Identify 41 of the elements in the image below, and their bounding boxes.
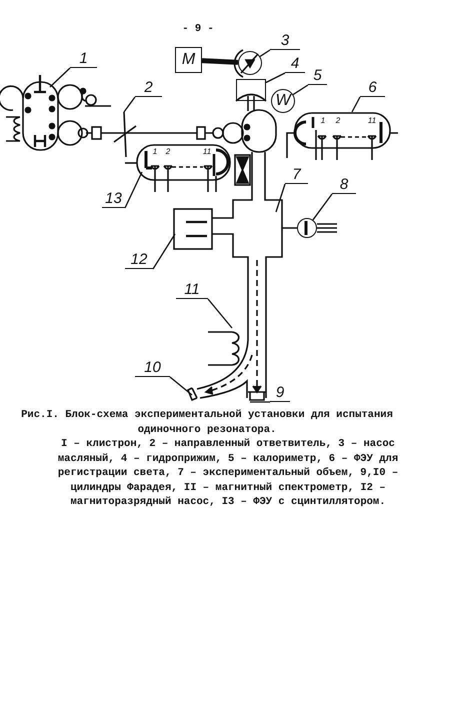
- callout-number: 12: [125, 252, 153, 269]
- dynode-number: 1: [152, 147, 158, 156]
- callout-number: 4: [285, 56, 305, 73]
- leader-line: [250, 401, 270, 403]
- leader-line: [123, 96, 136, 112]
- wattmeter-circle: W: [271, 89, 295, 113]
- legend-text: I – клистрон, 2 – направленный ответвитель, 3 – насос масляный, 4 – гидроприжим, 5 – калориметр, 6 – ФЭУ для регистрации света, 7 – экспериментальный объем, 9,I0 – цилиндры Фарадея, II – магнитный спектрометр, I2 – магниторазрядный насос, I3 – ФЭУ с сцинтиллятором.: [56, 437, 400, 510]
- shaft-line: [202, 58, 238, 65]
- callout-number: 6: [360, 80, 385, 97]
- leader-line: [266, 72, 286, 84]
- dynode-number: 11: [202, 147, 212, 156]
- box-symbol: [236, 79, 266, 101]
- leader-line: [124, 172, 143, 208]
- leader-line: [50, 68, 70, 88]
- callout-number: 10: [135, 360, 170, 377]
- leader-line: [208, 298, 232, 328]
- dynode-number: 2: [334, 116, 342, 125]
- leader-line: [275, 184, 286, 212]
- callout-number: 2: [135, 80, 162, 97]
- callout-number: 9: [270, 385, 290, 402]
- callout-number: 13: [102, 191, 125, 208]
- motor-box: M: [175, 47, 202, 73]
- figure-caption: Рис.I. Блок-схема экспериментальной установки для испытания одиночного резонатора.: [20, 408, 394, 438]
- dynode-number: 2: [164, 147, 172, 156]
- callout-number: 8: [332, 177, 356, 194]
- leader-line: [170, 376, 192, 396]
- callout-number: 5: [308, 68, 327, 85]
- leader-line: [260, 49, 270, 57]
- dynode-number: 1: [320, 116, 326, 125]
- callout-number: 11: [176, 282, 208, 299]
- leader-line: [292, 84, 308, 96]
- callout-number: 7: [285, 167, 308, 184]
- circle-symbol: [238, 51, 262, 75]
- callout-number: 3: [270, 33, 300, 50]
- page-number: - 9 -: [181, 22, 215, 37]
- callout-number: 1: [70, 51, 97, 68]
- leader-line: [152, 234, 176, 270]
- leader-line: [351, 96, 361, 112]
- dynode-number: 11: [367, 116, 377, 125]
- leader-line: [312, 194, 333, 220]
- circle-symbol: [297, 218, 317, 238]
